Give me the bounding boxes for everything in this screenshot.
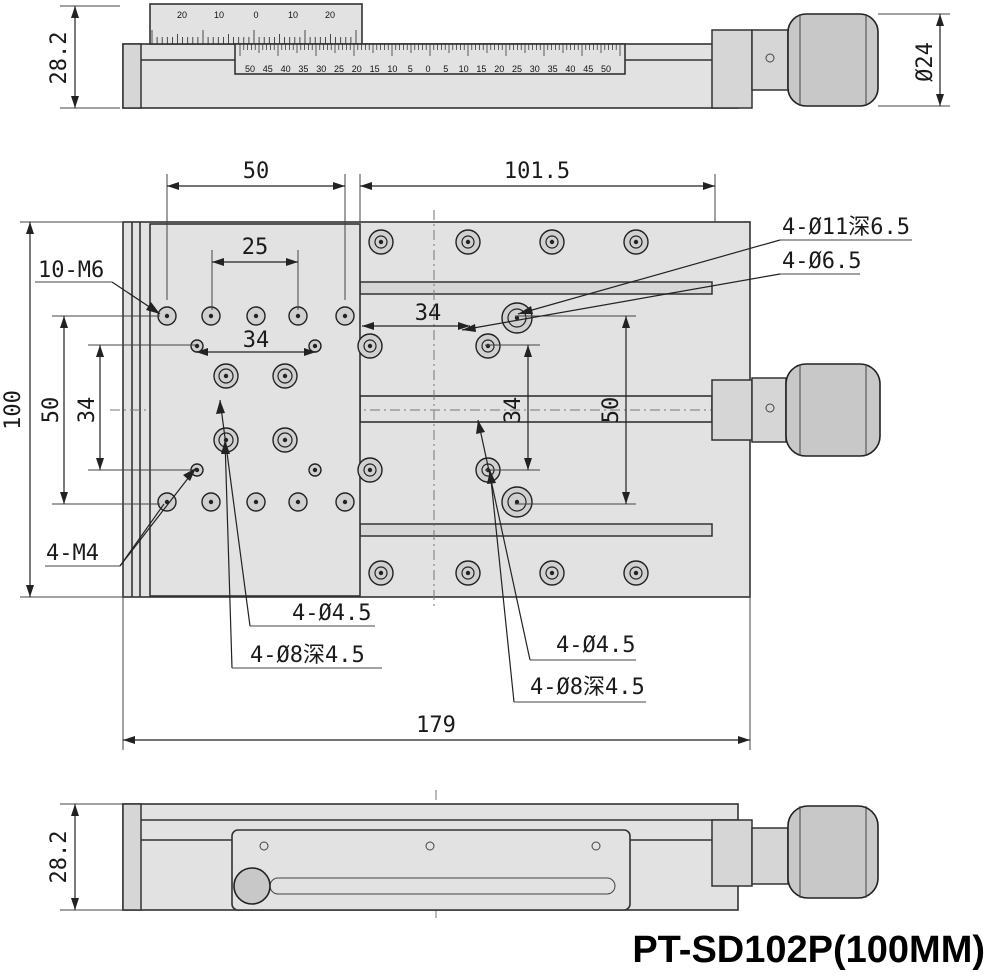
top-view-knob <box>787 13 879 107</box>
lower-scale-number: 30 <box>530 64 540 74</box>
base-counterbore <box>455 560 481 586</box>
lower-scale-number: 45 <box>583 64 593 74</box>
lower-scale-number: 30 <box>316 64 326 74</box>
lower-scale-number: 10 <box>459 64 469 74</box>
lower-scale-number: 15 <box>370 64 380 74</box>
lower-scale-number: 45 <box>263 64 273 74</box>
lower-scale-number: 15 <box>476 64 486 74</box>
plan-view-knob <box>785 363 881 457</box>
base-counterbore <box>623 229 649 255</box>
m6-hole <box>201 492 221 512</box>
dim-100: 100 <box>1 390 26 430</box>
m4-hole <box>308 339 322 353</box>
callout-right-cbore-8: 4-Ø8深4.5 <box>530 675 645 700</box>
stage-counterbore <box>272 427 298 453</box>
m4-hole <box>308 463 322 477</box>
base-counterbore <box>455 229 481 255</box>
base-counterbore <box>539 560 565 586</box>
plan-view: 50 101.5 25 34 34 100 <box>1 159 912 750</box>
base-counterbore <box>539 229 565 255</box>
callout-right-hole-4-5: 4-Ø4.5 <box>556 633 635 658</box>
lower-scale-number: 35 <box>298 64 308 74</box>
lower-scale-number: 50 <box>601 64 611 74</box>
lower-scale-number: 10 <box>387 64 397 74</box>
upper-scale-ticks <box>151 30 357 44</box>
lower-scale-number: 40 <box>281 64 291 74</box>
upper-scale-number: 10 <box>288 10 298 20</box>
callout-left-cbore-8: 4-Ø8深4.5 <box>250 643 365 668</box>
diameter-label: Ø24 <box>913 42 938 82</box>
cbore-11-hole <box>501 486 533 518</box>
upper-scale-numbers: 20 10 0 10 20 <box>177 10 335 20</box>
m6-hole <box>246 306 266 326</box>
base-counterbore <box>368 560 394 586</box>
lower-scale-number: 5 <box>443 64 448 74</box>
dim-34-top: 34 <box>243 328 270 353</box>
upper-scale-number: 10 <box>214 10 224 20</box>
side-view-knob <box>787 805 879 899</box>
dim-101-5: 101.5 <box>504 159 570 184</box>
m6-hole <box>201 306 221 326</box>
dim-50-left: 50 <box>39 397 64 424</box>
model-title: PT-SD102P(100MM) <box>632 929 985 971</box>
side-carriage <box>231 829 631 911</box>
stage-counterbore <box>272 363 298 389</box>
rail-counterbore <box>357 333 383 359</box>
rail-counterbore <box>475 333 501 359</box>
lower-scale-number: 20 <box>494 64 504 74</box>
lower-scale-number: 35 <box>548 64 558 74</box>
m6-hole <box>335 492 355 512</box>
dim-50-top: 50 <box>243 159 270 184</box>
lower-scale-number: 5 <box>408 64 413 74</box>
stage-counterbore <box>213 427 239 453</box>
dim-34-left: 34 <box>75 397 100 424</box>
side-height-label: 28.2 <box>47 831 72 884</box>
callout-m4: 4-M4 <box>46 541 99 566</box>
dim-179: 179 <box>416 713 456 738</box>
dim-50-right: 50 <box>599 397 624 424</box>
m6-hole <box>335 306 355 326</box>
upper-scale-number: 20 <box>177 10 187 20</box>
m6-hole <box>157 306 177 326</box>
lower-scale-ticks <box>239 44 621 56</box>
moving-stage <box>149 223 361 597</box>
base-counterbore <box>623 560 649 586</box>
lock-knob <box>233 867 271 905</box>
callout-m6: 10-M6 <box>38 258 104 283</box>
lower-scale-number: 25 <box>334 64 344 74</box>
m4-hole <box>190 339 204 353</box>
dim-34-right: 34 <box>501 397 526 424</box>
upper-scale-number: 20 <box>325 10 335 20</box>
side-view: 28.2 <box>47 790 879 918</box>
callout-left-hole-4-5: 4-Ø4.5 <box>292 601 371 626</box>
m6-hole <box>246 492 266 512</box>
lower-scale-number: 40 <box>565 64 575 74</box>
rail-counterbore <box>357 457 383 483</box>
callout-hole-6-5: 4-Ø6.5 <box>782 249 861 274</box>
stage-counterbore <box>213 363 239 389</box>
top-height-label: 28.2 <box>47 32 72 85</box>
lower-scale-number: 20 <box>352 64 362 74</box>
upper-scale-number: 0 <box>253 10 258 20</box>
lower-scale-number: 0 <box>425 64 430 74</box>
lower-scale-number: 50 <box>245 64 255 74</box>
callout-cbore-11: 4-Ø11深6.5 <box>782 215 910 240</box>
base-counterbore <box>368 229 394 255</box>
lower-scale-number: 25 <box>512 64 522 74</box>
m6-hole <box>288 492 308 512</box>
dim-34-mid: 34 <box>415 301 442 326</box>
dim-25: 25 <box>242 235 269 260</box>
